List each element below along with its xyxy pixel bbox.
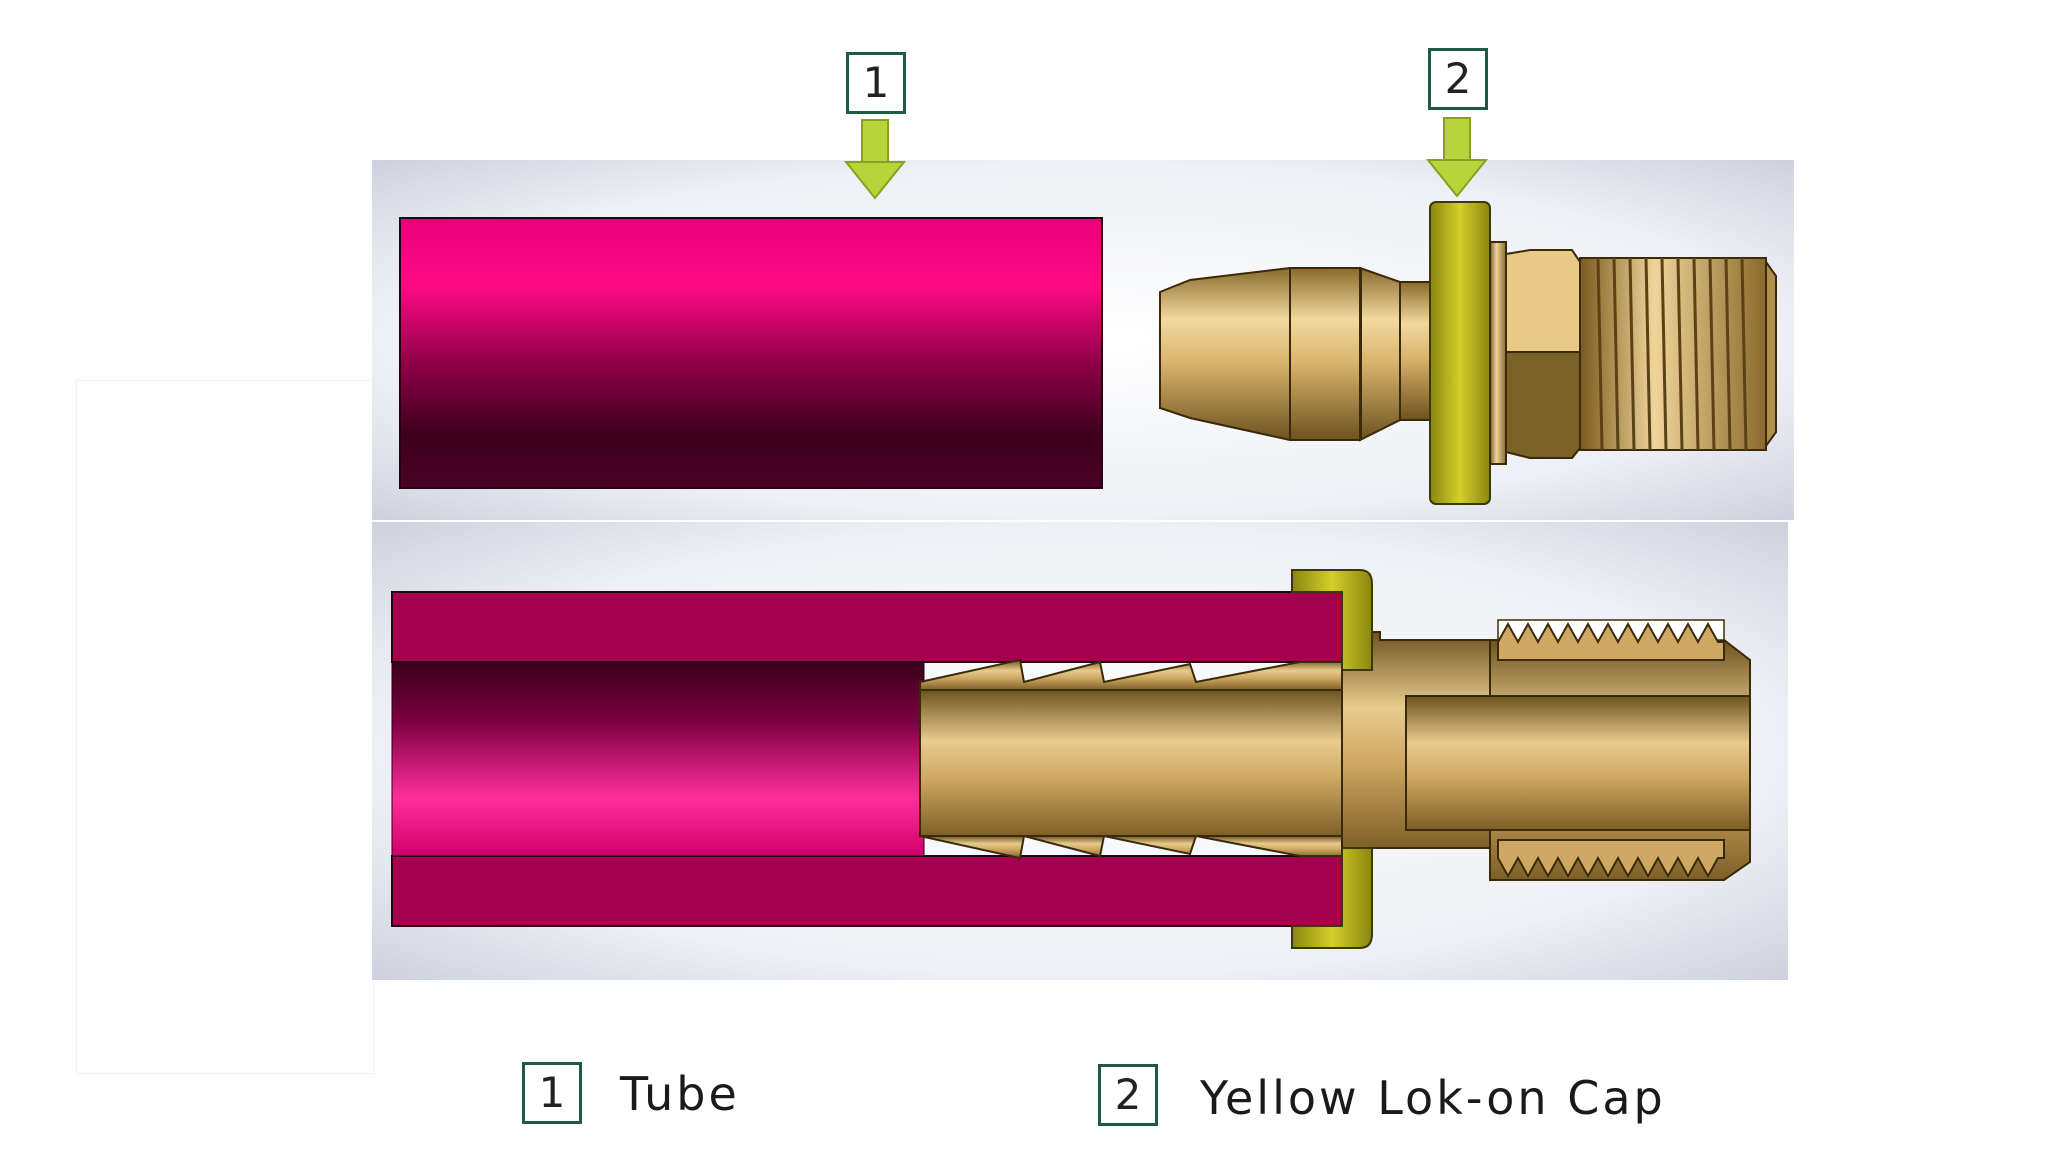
legend-number-cap: 2 (1098, 1064, 1158, 1126)
tube-bore (391, 661, 925, 857)
legend-label-cap: Yellow Lok-on Cap (1200, 1071, 1666, 1125)
legend-number-tube: 1 (522, 1062, 582, 1124)
thread-lines-upper (1596, 257, 1748, 451)
barb-fitting-section (919, 619, 1751, 881)
legend-label-tube: Tube (620, 1067, 740, 1121)
arrow-icon-tube (843, 119, 907, 200)
yellow-lok-on-cap-section (1291, 569, 1373, 949)
callout-box-cap: 2 (1428, 48, 1488, 110)
blank-side-panel (76, 380, 374, 1074)
tube-wall-upper-section (391, 591, 1343, 663)
yellow-lok-on-cap-external (1429, 201, 1491, 505)
barb-fitting-external (1159, 201, 1777, 505)
tube-external-view (399, 217, 1103, 489)
arrow-icon-cap (1425, 117, 1489, 198)
tube-wall-lower-section (391, 855, 1343, 927)
callout-box-tube: 1 (846, 52, 906, 114)
